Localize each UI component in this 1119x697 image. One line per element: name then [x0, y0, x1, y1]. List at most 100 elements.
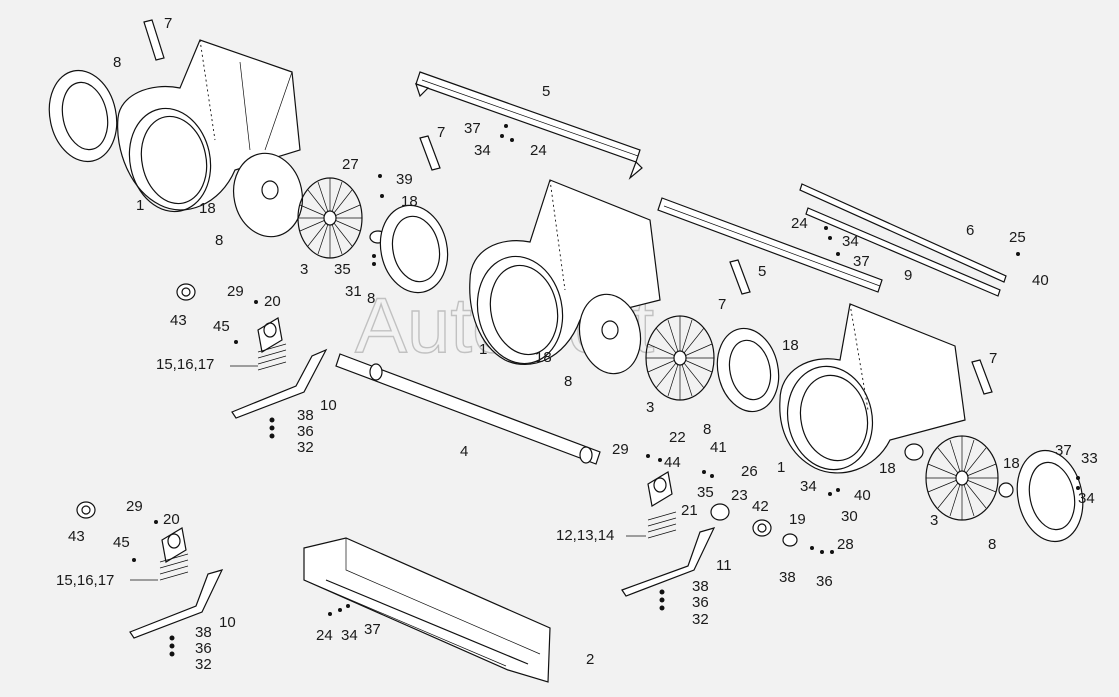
strip-7-middle: [419, 135, 441, 171]
flange-ring-8-right: [1016, 449, 1084, 543]
label-26: 26: [741, 463, 758, 480]
disk-8-left: [233, 152, 303, 238]
label-35: 35: [334, 261, 351, 278]
label-34: 34: [842, 233, 859, 250]
label-45: 45: [113, 534, 130, 551]
fan-housing-center: [469, 179, 661, 365]
label-8: 8: [113, 54, 121, 71]
label-7: 7: [718, 296, 726, 313]
label-3: 3: [300, 261, 308, 278]
label-36: 36: [816, 573, 833, 590]
label-10: 10: [219, 614, 236, 631]
label-34: 34: [800, 478, 817, 495]
label-29: 29: [126, 498, 143, 515]
label-8: 8: [564, 373, 572, 390]
hub-18-right-2: [998, 482, 1014, 498]
label-45: 45: [213, 318, 230, 335]
label-32: 32: [195, 656, 212, 673]
rail-6: [799, 183, 1007, 283]
label-10: 10: [320, 397, 337, 414]
label-36: 36: [297, 423, 314, 440]
nut-19: [782, 533, 798, 547]
fasteners-38-36-32-upper: [269, 417, 275, 439]
label-43: 43: [68, 528, 85, 545]
label-9: 9: [904, 267, 912, 284]
label-36: 36: [195, 640, 212, 657]
hub-18-right: [904, 443, 924, 461]
label-6: 6: [966, 222, 974, 239]
label-18: 18: [782, 337, 799, 354]
label-12-13-14: 12,13,14: [556, 527, 614, 544]
seal-23: [710, 503, 730, 521]
rail-9: [805, 207, 1001, 297]
label-34: 34: [341, 627, 358, 644]
disk-8-center: [578, 293, 642, 375]
fasteners-38-36-32-center: [659, 589, 665, 611]
label-3: 3: [646, 399, 654, 416]
label-19: 19: [789, 511, 806, 528]
label-21: 21: [681, 502, 698, 519]
label-38: 38: [692, 578, 709, 595]
label-22: 22: [669, 429, 686, 446]
label-7: 7: [437, 124, 445, 141]
label-24: 24: [791, 215, 808, 232]
label-1: 1: [777, 459, 785, 476]
label-39: 39: [396, 171, 413, 188]
label-36: 36: [692, 594, 709, 611]
label-4: 4: [460, 443, 468, 460]
label-37: 37: [464, 120, 481, 137]
mounting-bar-5-right: [657, 197, 883, 293]
impeller-3-left: [297, 177, 363, 259]
label-38: 38: [297, 407, 314, 424]
label-31: 31: [345, 283, 362, 300]
mounting-bar-5-top: [415, 71, 643, 180]
label-1: 1: [479, 341, 487, 358]
flange-ring-18-center: [716, 327, 780, 413]
label-33: 33: [1081, 450, 1098, 467]
label-32: 32: [297, 439, 314, 456]
label-41: 41: [710, 439, 727, 456]
beam-2: [303, 537, 551, 683]
bearing-housing-left-lower: [159, 527, 189, 581]
label-7: 7: [989, 350, 997, 367]
label-30: 30: [841, 508, 858, 525]
label-18: 18: [535, 349, 552, 366]
label-37: 37: [1055, 442, 1072, 459]
label-20: 20: [264, 293, 281, 310]
seal-43-upper: [176, 283, 196, 301]
bearing-housing-left-upper: [257, 317, 287, 371]
label-42: 42: [752, 498, 769, 515]
label-37: 37: [364, 621, 381, 638]
leader-lines: [130, 365, 646, 581]
shaft-4: [335, 353, 601, 465]
label-24: 24: [316, 627, 333, 644]
label-34: 34: [474, 142, 491, 159]
label-18: 18: [1003, 455, 1020, 472]
bearing-housing-center: [647, 471, 677, 539]
label-27: 27: [342, 156, 359, 173]
label-11: 11: [716, 557, 732, 574]
flange-ring-left: [48, 69, 118, 163]
label-18: 18: [401, 193, 418, 210]
label-40: 40: [854, 487, 871, 504]
seal-42: [752, 519, 772, 537]
label-2: 2: [586, 651, 594, 668]
label-37: 37: [853, 253, 870, 270]
label-15-16-17: 15,16,17: [56, 572, 114, 589]
strip-7-right: [971, 359, 993, 395]
flange-ring-18-left: [379, 204, 449, 294]
label-8: 8: [703, 421, 711, 438]
label-18: 18: [199, 200, 216, 217]
label-8: 8: [988, 536, 996, 553]
label-8: 8: [215, 232, 223, 249]
small-fasteners: [132, 124, 1080, 616]
label-29: 29: [227, 283, 244, 300]
fan-housing-right: [779, 303, 966, 474]
label-23: 23: [731, 487, 748, 504]
bracket-10-lower: [129, 569, 224, 639]
label-28: 28: [837, 536, 854, 553]
label-15-16-17: 15,16,17: [156, 356, 214, 373]
label-8: 8: [367, 290, 375, 307]
label-20: 20: [163, 511, 180, 528]
